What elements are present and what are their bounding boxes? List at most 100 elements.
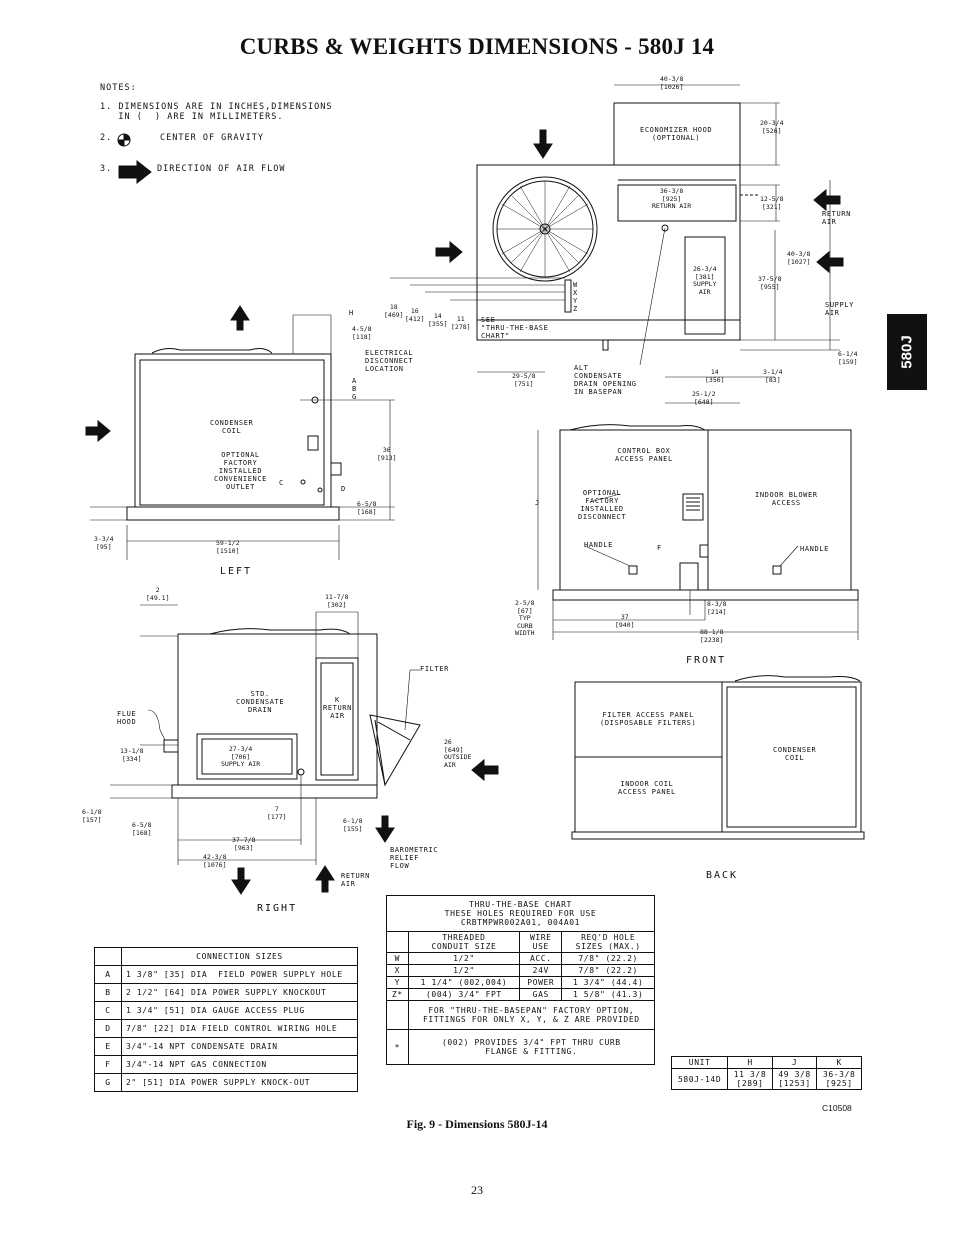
note-3-number: 3. [100, 164, 113, 174]
back-view-label: BACK [706, 870, 739, 881]
note-3: DIRECTION OF AIR FLOW [157, 164, 286, 174]
d-label: D [341, 485, 346, 493]
airflow-arrow-icon [118, 159, 152, 185]
connection-sizes-title: CONNECTION SIZES [121, 947, 358, 966]
wxyz-labels: W X Y Z [573, 281, 578, 313]
table-row: 580J-14D 11 3/8 [289] 49 3/8 [1253] 36-3… [670, 1068, 862, 1090]
dim-6-5-8: 6-5/8 [168] [357, 500, 377, 516]
dim-29-5-8: 29-5/8 [751] [512, 372, 536, 388]
note-1: 1. DIMENSIONS ARE IN INCHES,DIMENSIONS I… [100, 102, 333, 122]
barometric-relief-label: BAROMETRIC RELIEF FLOW [390, 846, 439, 870]
filter-label: FILTER [420, 665, 449, 673]
dim-37-5-8: 37-5/8 [955] [758, 275, 782, 291]
left-view-label: LEFT [220, 566, 253, 577]
unit-dimension-table: UNIT H J K 580J-14D 11 3/8 [289] 49 3/8 … [670, 1056, 862, 1090]
note-2-number: 2. [100, 133, 113, 143]
dim-4-5-8: 4-5/8 [118] [352, 325, 372, 341]
dim-14-b: 14 [356] [705, 368, 725, 384]
dim-6-5-8-b: 6-5/8 [168] [132, 821, 152, 837]
unit-header: H [727, 1056, 773, 1069]
c-label: C [279, 479, 284, 487]
dim-13-1-8: 13-1/8 [334] [120, 747, 144, 763]
condensate-drain-label: STD. CONDENSATE DRAIN [236, 690, 285, 714]
dim-3-3-4: 3-3/4 [95] [94, 535, 114, 551]
filter-access-panel-label: FILTER ACCESS PANEL (DISPOSABLE FILTERS) [600, 711, 697, 727]
dim-6-1-8-c: 6-1/8 [155] [343, 817, 363, 833]
dim-88-1-8: 88-1/8 [2238] [700, 628, 724, 644]
right-view [110, 604, 499, 895]
footnote-mark: * [386, 1029, 409, 1065]
dim-36: 36 [913] [377, 446, 397, 462]
page-number: 23 [471, 1183, 483, 1197]
unit-header: J [771, 1056, 818, 1069]
dim-2-5-8: 2-5/8 [67] TYP CURB WIDTH [515, 599, 535, 637]
dim-3-1-4: 3-1/4 [83] [763, 368, 783, 384]
flue-hood-label: FLUE HOOD [117, 710, 137, 726]
dim-42-3-8: 42-3/8 [1076] [203, 853, 227, 869]
top-view [390, 84, 844, 404]
notes-heading: NOTES: [100, 83, 137, 93]
handle-right-label: HANDLE [800, 545, 829, 553]
note-2: CENTER OF GRAVITY [160, 133, 264, 143]
dim-6-1-4: 6-1/4 [159] [838, 350, 858, 366]
thru-base-footnote-1: FOR "THRU-THE-BASEPAN" FACTORY OPTION, F… [407, 1000, 656, 1030]
thru-base-title: THRU-THE-BASE CHART THESE HOLES REQUIRED… [386, 895, 655, 932]
left-view [85, 305, 395, 560]
outside-air-label: 26 [649] OUTSIDE AIR [444, 738, 472, 769]
back-view [571, 675, 865, 840]
dim-7: 7 [177] [267, 805, 287, 821]
supply-air-arrow-label: SUPPLY AIR [825, 301, 854, 317]
indoor-blower-label: INDOOR BLOWER ACCESS [755, 491, 818, 507]
thru-the-base-chart: THRU-THE-BASE CHART THESE HOLES REQUIRED… [386, 895, 656, 1065]
dim-12-5-8: 12-5/8 [321] [760, 195, 784, 211]
thru-base-header: THREADED CONDUIT SIZE [407, 931, 521, 953]
k-return-air-label: K RETURN AIR [323, 696, 352, 720]
supply-air-label: 27-3/4 [706] SUPPLY AIR [221, 745, 261, 768]
dim-6-1-8-a: 6-1/8 [157] [82, 808, 102, 824]
indoor-coil-label: INDOOR COIL ACCESS PANEL [618, 780, 676, 796]
dim-11: 11 [278] [451, 315, 471, 331]
dim-40-3-8-b: 40-3/8 [1027] [787, 250, 811, 266]
left-condenser-coil-label: CONDENSER COIL [210, 419, 254, 435]
h-label: H [349, 309, 354, 317]
dim-14: 14 [355] [428, 312, 448, 328]
right-view-label: RIGHT [257, 903, 298, 914]
unit-header: K [816, 1056, 862, 1069]
section-tab: 580J [887, 314, 927, 390]
dim-37: 37 [940] [615, 613, 635, 629]
dim-40-3-8: 40-3/8 [1026] [660, 75, 684, 91]
j-label: J [535, 499, 540, 507]
f-label: F [657, 544, 662, 552]
control-box-label: CONTROL BOX ACCESS PANEL [615, 447, 673, 463]
front-view-label: FRONT [686, 655, 727, 666]
thru-base-footnote-2: (002) PROVIDES 3/4" FPT THRU CURB FLANGE… [407, 1029, 656, 1065]
thru-base-header: REQ'D HOLE SIZES (MAX.) [561, 931, 655, 953]
return-air-arrow-label: RETURN AIR [822, 210, 851, 226]
dim-11-7-8: 11-7/8 [302] [325, 593, 349, 609]
electrical-disconnect-label: ELECTRICAL DISCONNECT LOCATION [365, 349, 414, 373]
front-disconnect-label: OPTIONAL FACTORY INSTALLED DISCONNECT [578, 489, 627, 521]
page-title: CURBS & WEIGHTS DIMENSIONS - 580J 14 [239, 34, 715, 59]
alt-drain-label: ALT CONDENSATE DRAIN OPENING IN BASEPAN [574, 364, 637, 396]
back-condenser-coil-label: CONDENSER COIL [773, 746, 817, 762]
center-of-gravity-icon [117, 133, 131, 147]
thru-base-label: SEE "THRU-THE-BASE CHART" [481, 316, 549, 340]
right-return-air-label: RETURN AIR [341, 872, 370, 888]
economizer-hood-label: ECONOMIZER HOOD (OPTIONAL) [640, 126, 713, 142]
supply-air-opening-label: 26-3/4 [381] SUPPLY AIR [693, 265, 717, 296]
unit-header: UNIT [670, 1056, 729, 1069]
figure-code: C10508 [822, 1103, 852, 1113]
dim-16: 16 [412] [405, 307, 425, 323]
return-air-opening-label: 36-3/8 [925] RETURN AIR [652, 187, 692, 210]
